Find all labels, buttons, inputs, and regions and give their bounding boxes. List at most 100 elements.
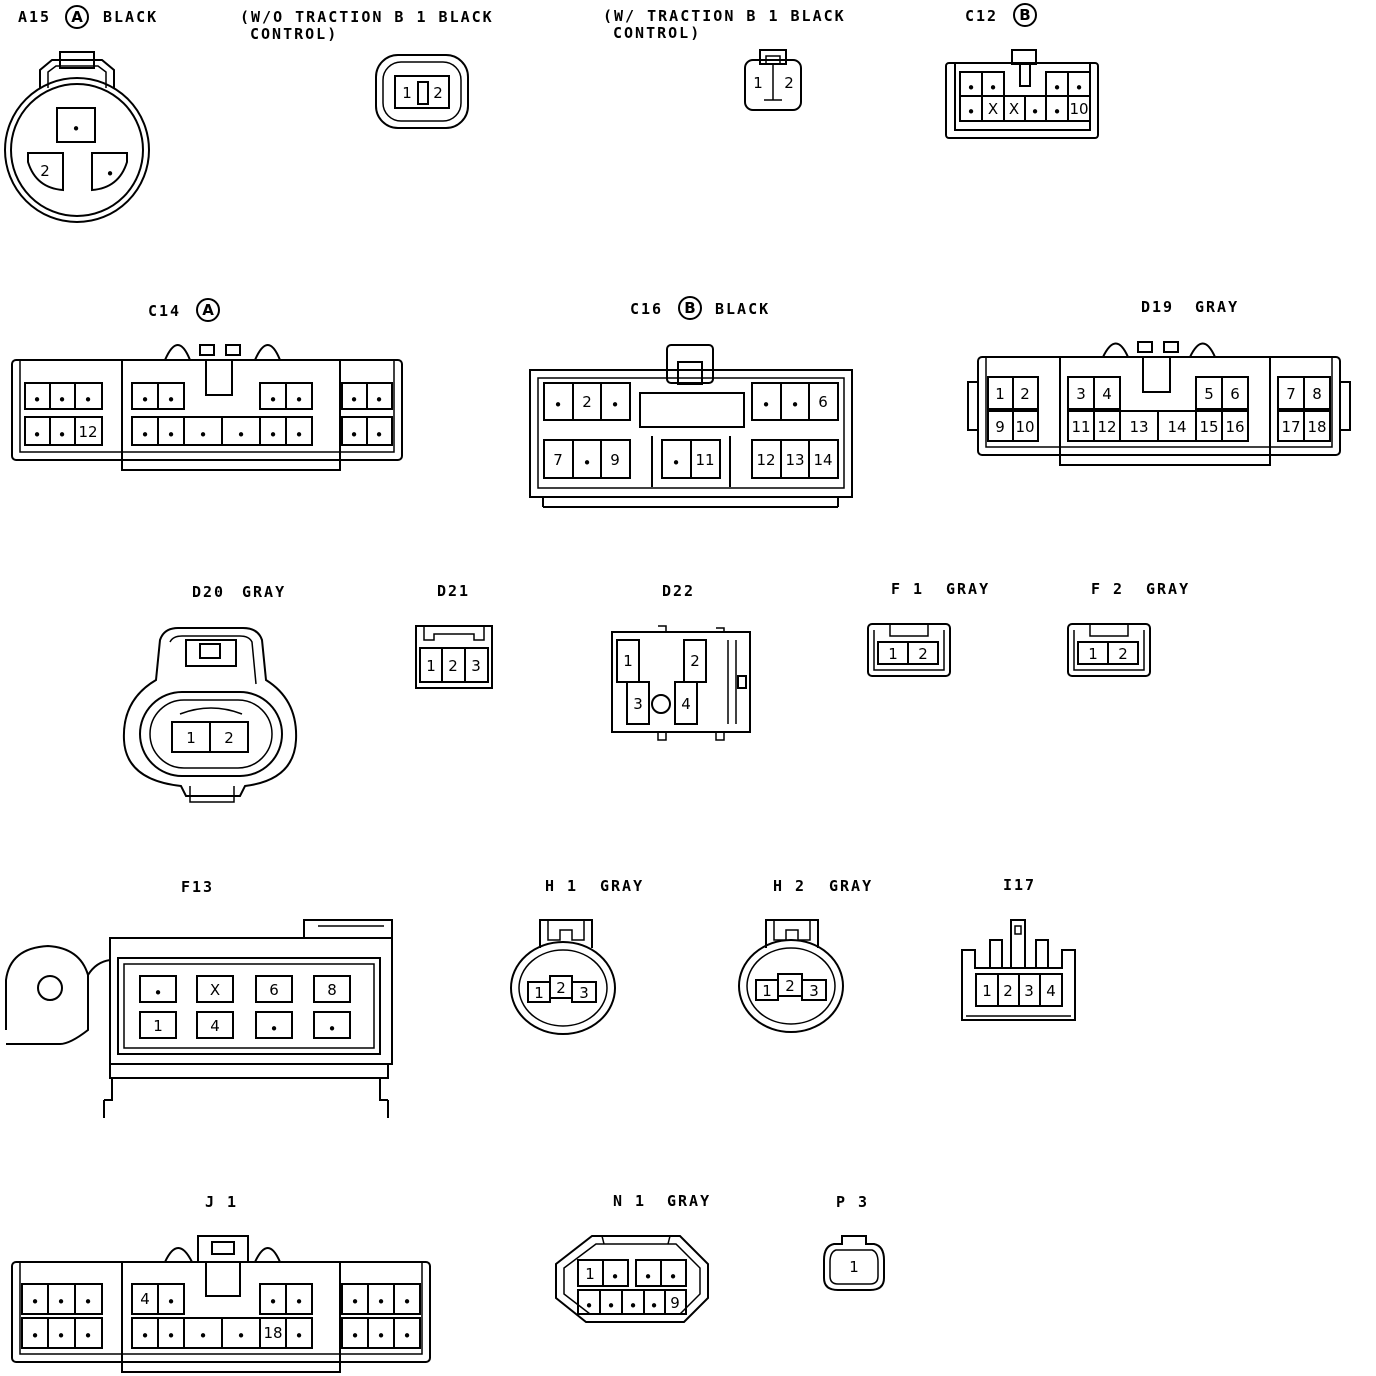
b1-wo-pin-2-label: 2: [433, 84, 443, 102]
f13-r1-pin: •: [154, 984, 163, 1002]
c16-r1-pin: •: [554, 396, 563, 414]
c14-r1-pin: •: [350, 391, 359, 409]
c14-r1-pin: •: [141, 391, 150, 409]
d21-pin-1-label: 1: [426, 657, 436, 675]
d19-r1-pin: 2: [1020, 385, 1030, 403]
f2-color: GRAY: [1146, 580, 1190, 598]
a15-pin-3-label: •: [106, 165, 115, 183]
a15-variant-circle: [65, 5, 89, 29]
c12-r2-pin: 10: [1069, 100, 1088, 118]
d19-r1-pin: 7: [1286, 385, 1296, 403]
n1-color: GRAY: [667, 1192, 711, 1210]
c12-r2-pin: •: [1031, 103, 1040, 121]
j1-r2-pin: •: [351, 1327, 360, 1345]
connector-j1: J 1 • • • 4 • • • • • • • • • • • • •: [11, 1193, 431, 1373]
n1-r2-pin: 9: [670, 1294, 680, 1312]
d19-r2-pin: 9: [995, 418, 1005, 436]
c16-code: C16: [630, 300, 663, 318]
d19-r2-pin: 12: [1097, 418, 1116, 436]
d21-pin-2-label: 2: [448, 657, 458, 675]
j1-r1-pin: •: [351, 1293, 360, 1311]
c16-r2-pin: 13: [785, 451, 804, 469]
a15-color: BLACK: [103, 8, 158, 26]
d19-r2-pin: 17: [1281, 418, 1300, 436]
c12-r2-pin: X: [988, 100, 998, 118]
c14-r2-pin: •: [33, 426, 42, 444]
a15-variant: A: [71, 8, 83, 26]
d19-r1-pin: 3: [1076, 385, 1086, 403]
j1-r2-pin: •: [295, 1327, 304, 1345]
d20-color: GRAY: [242, 583, 286, 601]
d19-r2-pin: 15: [1199, 418, 1218, 436]
j1-r2-pin: •: [237, 1327, 246, 1345]
connector-h2: H 2 GRAY 1 2 3: [738, 877, 871, 1033]
f2-code: F 2: [1091, 580, 1124, 598]
connector-h1: H 1 GRAY 1 2 3: [510, 877, 644, 1035]
d20-pin-1-label: 1: [186, 729, 196, 747]
h2-pin-1-label: 1: [762, 982, 772, 1000]
d19-r2-pin: 16: [1225, 418, 1244, 436]
c14-r2-pin: •: [237, 426, 246, 444]
c14-r2-pin: •: [375, 426, 384, 444]
d19-r1-pin: 4: [1102, 385, 1112, 403]
d22-code: D22: [662, 582, 695, 600]
c14-r1-pin: •: [375, 391, 384, 409]
d19-r1-pin: 6: [1230, 385, 1240, 403]
j1-r2-pin: •: [31, 1327, 40, 1345]
j1-r1-pin: •: [377, 1293, 386, 1311]
connector-n1: N 1 GRAY 1 • • • • • • • 9: [555, 1192, 711, 1323]
c16-r1-pin: •: [611, 396, 620, 414]
b1-wo-title-line1: (W/O TRACTION B 1 BLACK: [240, 8, 494, 26]
c14-r1-pin: •: [84, 391, 93, 409]
d22-pin-4-label: 4: [681, 695, 691, 713]
j1-r1-pin: •: [403, 1293, 412, 1311]
c14-r2-pin: •: [167, 426, 176, 444]
h2-code: H 2: [773, 877, 806, 895]
c12-code: C12: [965, 7, 998, 25]
j1-r2-pin: •: [403, 1327, 412, 1345]
c16-r2-pin: 11: [695, 451, 714, 469]
b1-w-title-line1: (W/ TRACTION B 1 BLACK: [603, 7, 846, 25]
j1-code: J 1: [205, 1193, 238, 1211]
h1-pin-2-label: 2: [556, 979, 566, 997]
j1-r1-pin: •: [84, 1293, 93, 1311]
f1-code: F 1: [891, 580, 924, 598]
connector-c14: C14 A • • • • • • • • • • • 12 • • • •: [11, 298, 403, 471]
c16-r2-pin: •: [672, 454, 681, 472]
h1-code: H 1: [545, 877, 578, 895]
h1-color: GRAY: [600, 877, 644, 895]
f13-r1-pin: X: [210, 981, 220, 999]
h2-pin-2-label: 2: [785, 977, 795, 995]
c12-r1-pin: •: [989, 79, 998, 97]
j1-r2-pin: •: [84, 1327, 93, 1345]
d21-code: D21: [437, 582, 470, 600]
b1-w-pin-2-label: 2: [784, 74, 794, 92]
f13-r1-pin: 8: [327, 981, 337, 999]
c14-r2-pin: •: [295, 426, 304, 444]
i17-pin-4-label: 4: [1046, 982, 1056, 1000]
i17-pin-3-label: 3: [1024, 982, 1034, 1000]
c16-r2-pin: 9: [610, 451, 620, 469]
d19-r1-pin: 5: [1204, 385, 1214, 403]
a15-code: A15: [18, 8, 51, 26]
c16-r2-pin: 7: [553, 451, 563, 469]
h1-pin-3-label: 3: [579, 984, 589, 1002]
n1-r1-pin: •: [669, 1268, 678, 1286]
j1-r1-pin: •: [269, 1293, 278, 1311]
f13-r1-pin: 6: [269, 981, 279, 999]
connector-d20: D20 GRAY 1 2: [122, 583, 298, 803]
connector-c12: C12 B • • • • • X X • • 10: [945, 3, 1099, 139]
d20-pin-2: [209, 721, 249, 753]
j1-r2-pin: •: [167, 1327, 176, 1345]
c12-r2-pin: X: [1009, 100, 1019, 118]
connector-i17: I17 1 2 3 4: [961, 876, 1076, 1021]
c12-r1-pin: •: [1075, 79, 1084, 97]
n1-code: N 1: [613, 1192, 646, 1210]
c14-r1-pin: •: [269, 391, 278, 409]
d21-pin-3-label: 3: [471, 657, 481, 675]
c16-variant: B: [684, 299, 695, 317]
d19-r2-pin: 10: [1015, 418, 1034, 436]
j1-r1-pin: •: [31, 1293, 40, 1311]
f2-pin-1-label: 1: [1088, 645, 1098, 663]
connector-c16: C16 B BLACK • 2 • • • 6 7 • 9 • 11 12 13…: [529, 296, 853, 508]
